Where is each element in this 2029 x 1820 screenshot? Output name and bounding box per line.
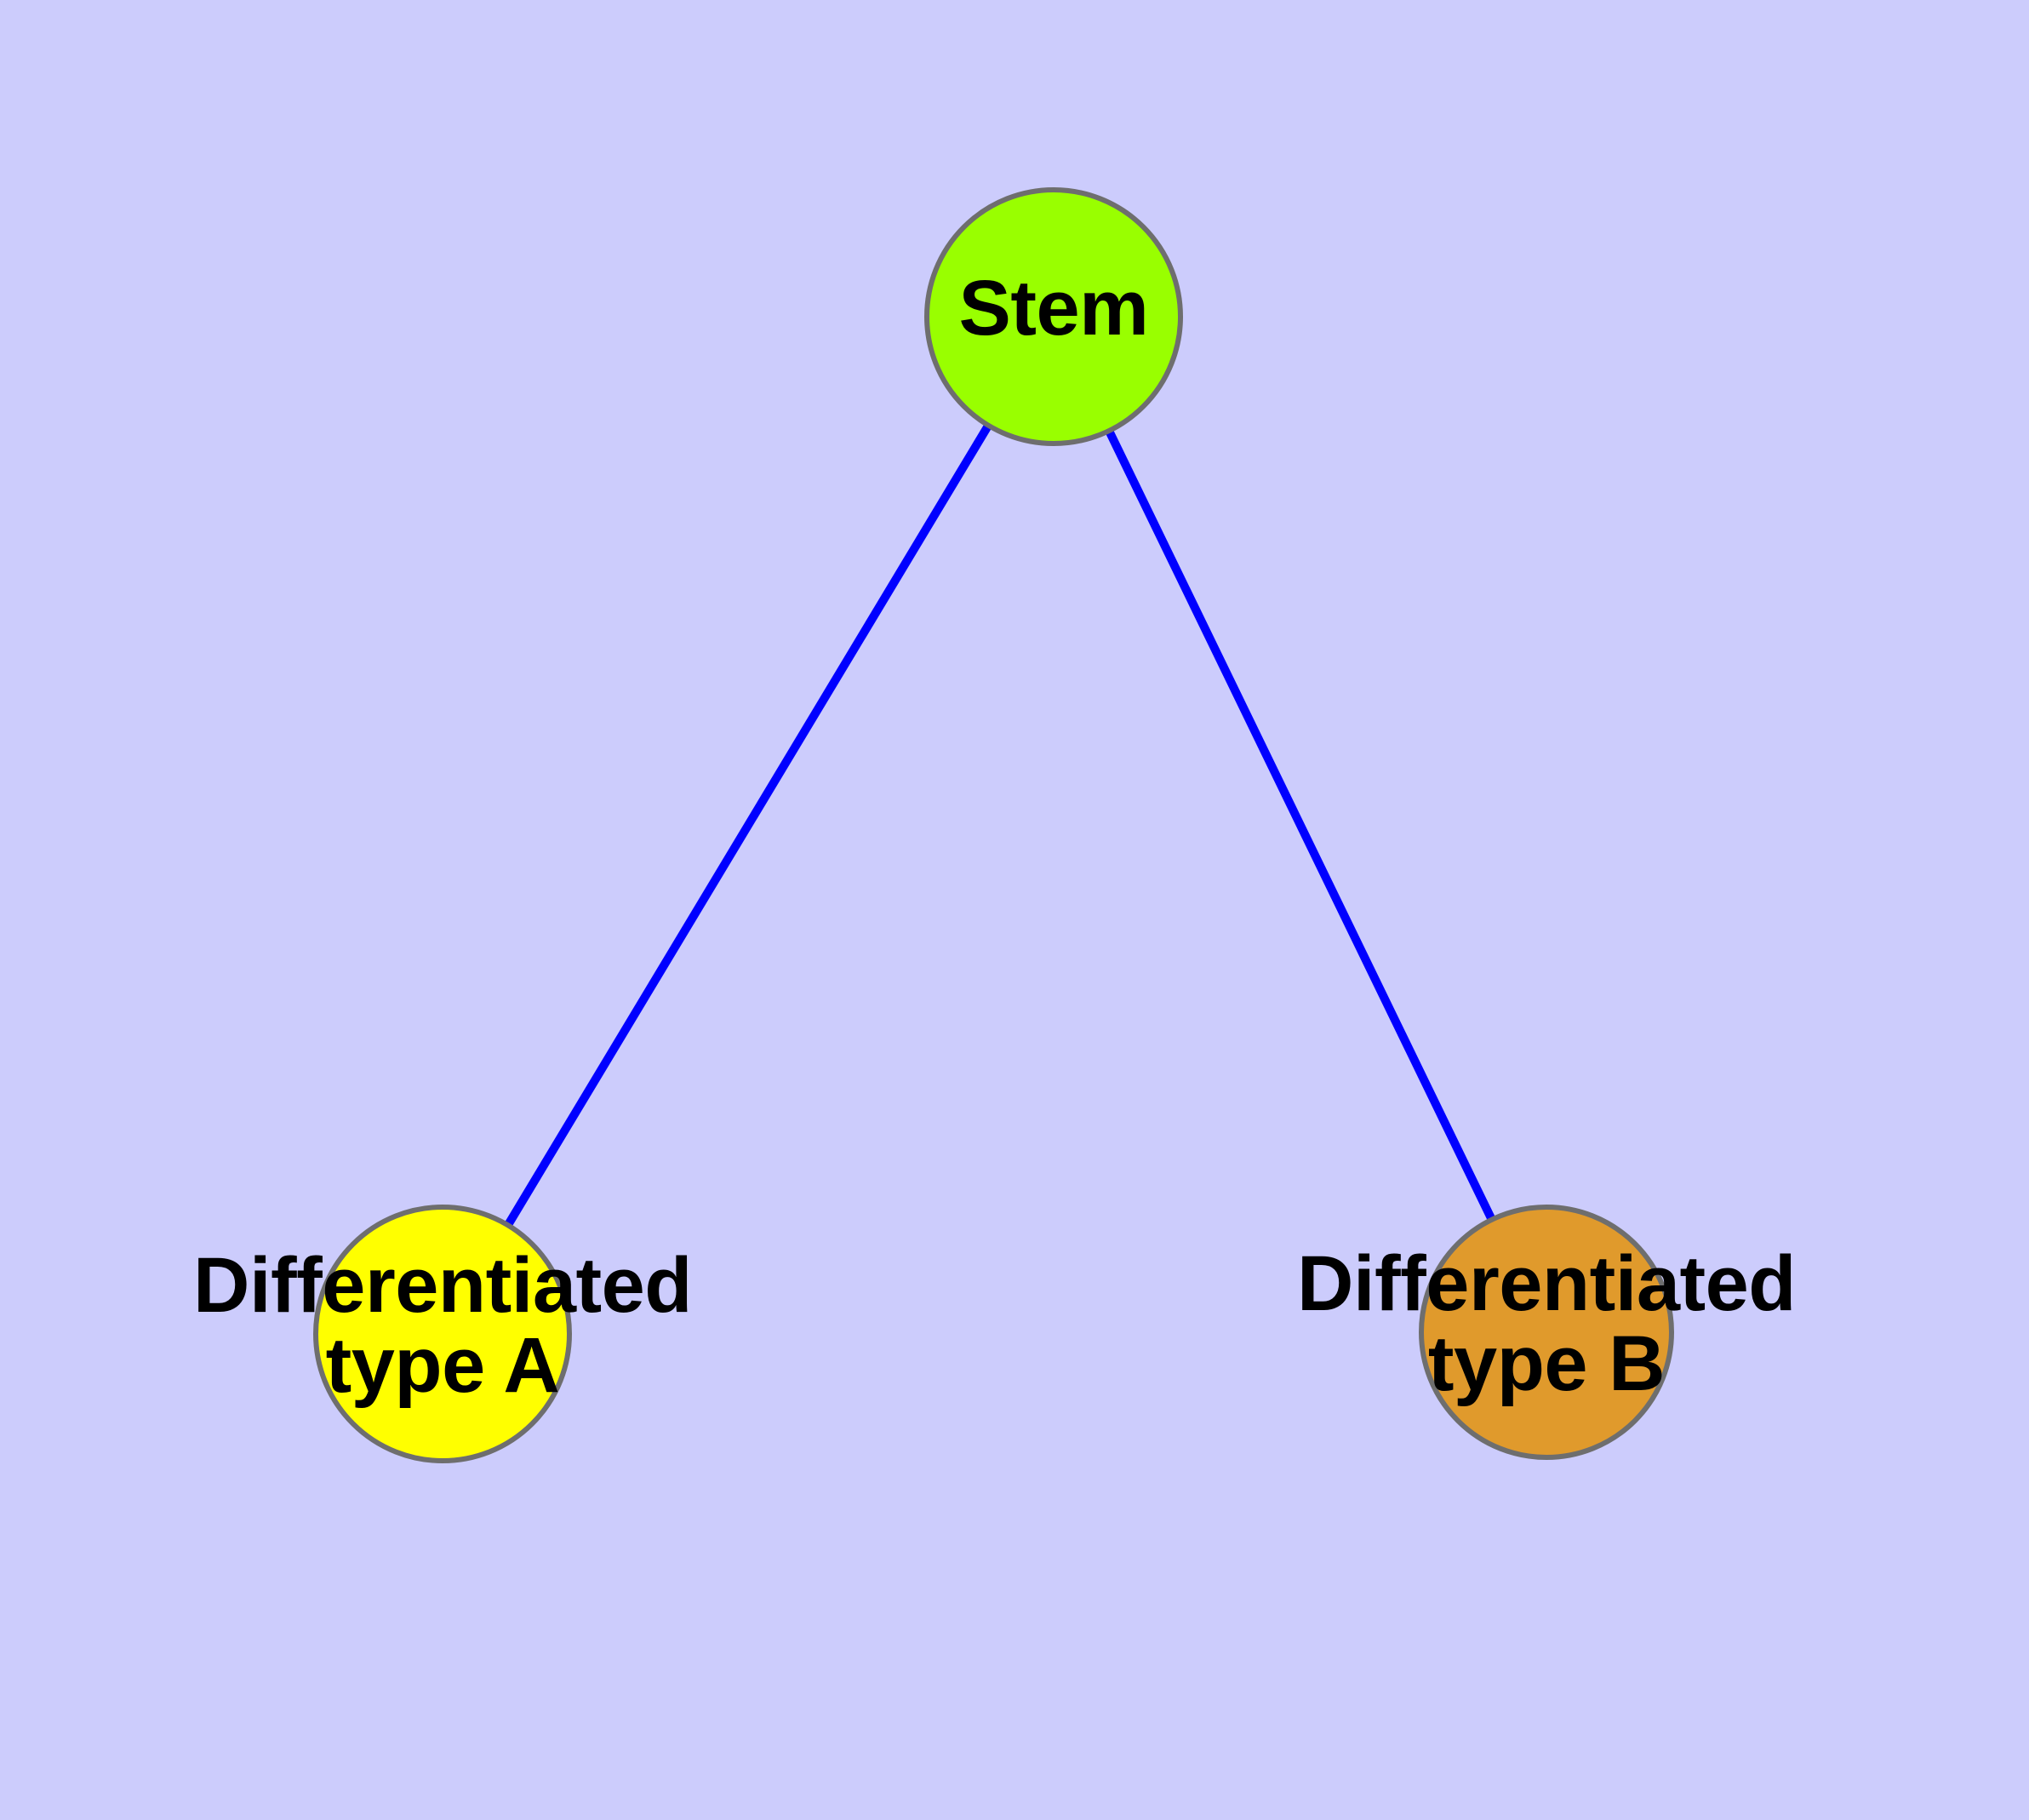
node-diff_a[interactable] xyxy=(313,1205,572,1463)
edges-group xyxy=(504,424,1495,1227)
node-stem[interactable] xyxy=(924,187,1183,446)
edge-stem-to-diff_a xyxy=(504,424,992,1227)
edge-stem-to-diff_b xyxy=(1105,429,1495,1222)
node-diff_b[interactable] xyxy=(1419,1205,1674,1460)
